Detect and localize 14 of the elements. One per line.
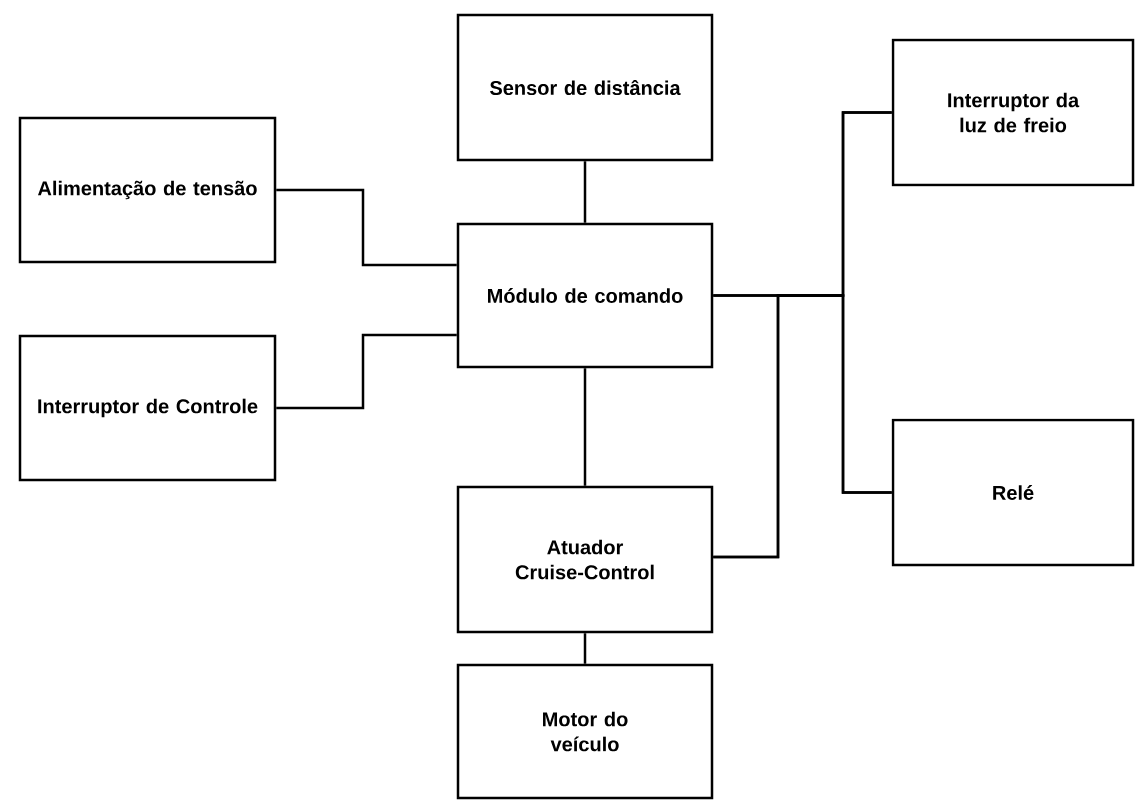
process-box: Sensor de distância [456,13,714,162]
process-box: Alimentação de tensão [18,116,277,264]
process-box: Atuador Cruise-Control [456,485,714,634]
process-box: Motor do veículo [456,663,714,800]
process-box: Interruptor de Controle [18,334,277,482]
connector-line [583,368,587,486]
connector-line [583,633,587,664]
connector-line [713,294,892,559]
connector-line [583,161,587,223]
process-box: Módulo de comando [456,222,714,369]
connector-line [276,333,457,410]
process-box: Relé [891,418,1135,567]
connector-line [276,188,457,267]
process-box: Interruptor da luz de freio [891,38,1135,187]
